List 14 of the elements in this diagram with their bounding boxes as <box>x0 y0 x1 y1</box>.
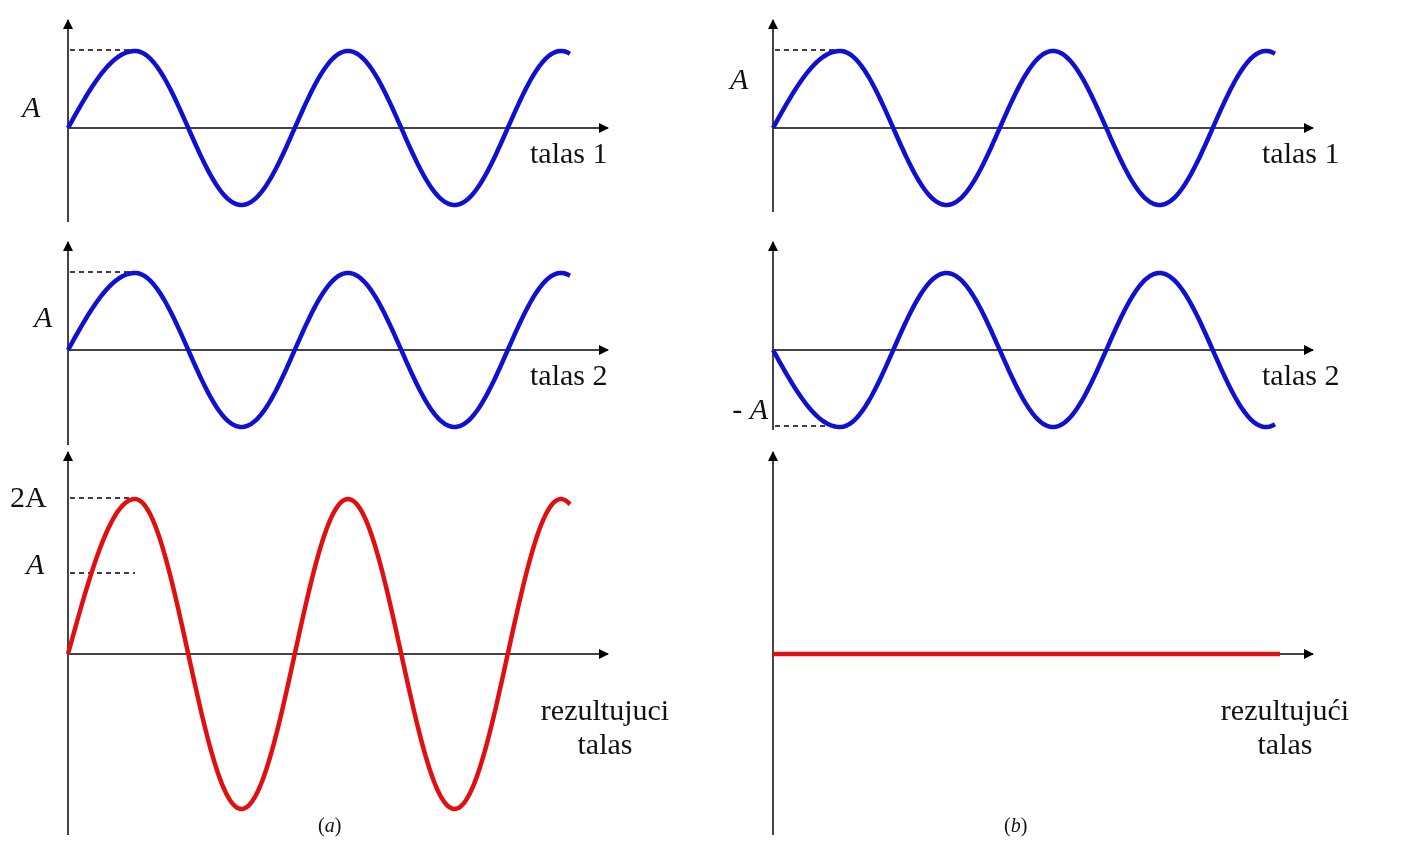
amplitude-label: A <box>730 62 749 96</box>
wave-label: talas 2 <box>1262 358 1340 392</box>
panel-label: (a) <box>318 813 342 838</box>
amplitude-label: A <box>26 547 45 581</box>
wave-label: talas 1 <box>530 136 608 170</box>
wave-label: rezultujući talas <box>1219 693 1351 761</box>
amplitude-label: A <box>34 300 53 334</box>
amplitude-label: 2A <box>10 480 47 514</box>
wave-label: rezultujuci talas <box>539 693 671 761</box>
wave-label: talas 2 <box>530 358 608 392</box>
amplitude-label: - A <box>732 392 768 426</box>
wave-label: talas 1 <box>1262 136 1340 170</box>
amplitude-label: A <box>22 90 41 124</box>
panel-label: (b) <box>1004 813 1028 838</box>
